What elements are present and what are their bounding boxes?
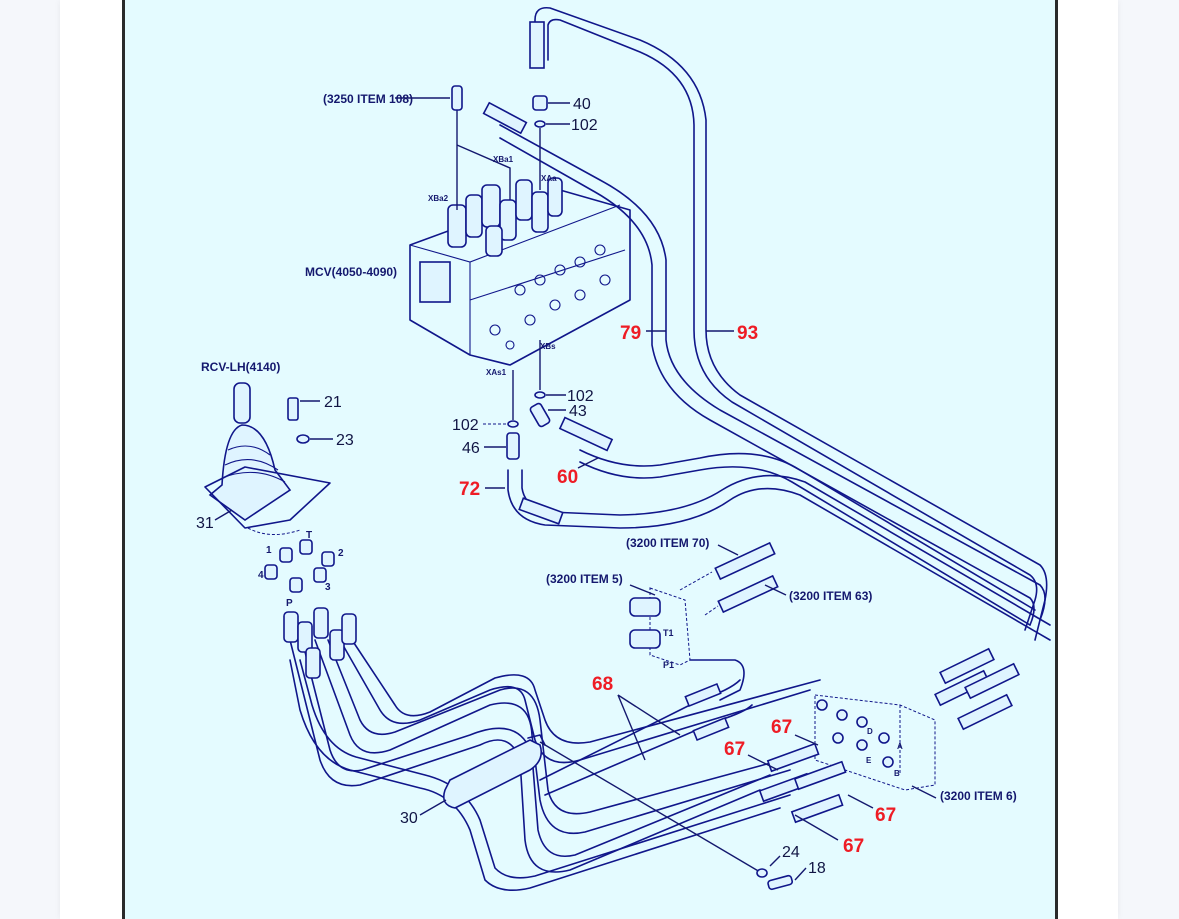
- diagram-image-frame: [122, 0, 1058, 919]
- rcv-lh-joystick: [204, 382, 331, 535]
- port-label-4: 4: [258, 570, 264, 581]
- part-number-18: 18: [808, 860, 826, 877]
- washer-24: [756, 868, 768, 878]
- port-label-xaa: XAa: [541, 174, 557, 183]
- part-number-43: 43: [569, 403, 587, 420]
- label-3200-item-5: (3200 ITEM 5): [546, 572, 623, 586]
- port-label-1: 1: [266, 545, 272, 556]
- hose-sleeves: [482, 21, 614, 525]
- hose-bundle: [289, 639, 821, 891]
- callout-67-c: 67: [875, 805, 896, 826]
- hose-fittings-left: [283, 607, 357, 679]
- callout-67-b: 67: [724, 739, 745, 760]
- hoses-68: [539, 679, 753, 796]
- port-label-a: A: [897, 742, 903, 751]
- part-number-102-left: 102: [452, 417, 479, 434]
- part-number-102-mid: 102: [567, 388, 594, 405]
- label-3200-item-6: (3200 ITEM 6): [940, 789, 1017, 803]
- label-3200-item-63: (3200 ITEM 63): [789, 589, 872, 603]
- part-number-46: 46: [462, 440, 480, 457]
- port-label-xas1: XAs1: [486, 368, 507, 377]
- clamp-30: [442, 734, 546, 809]
- elbow-43: [529, 402, 551, 428]
- label-3200-item-70: (3200 ITEM 70): [626, 536, 709, 550]
- callout-60: 60: [557, 467, 578, 488]
- label-rcv-lh: RCV-LH(4140): [201, 360, 280, 374]
- port-label-xbs: XBs: [540, 342, 556, 351]
- mcv-valve-block: [409, 177, 631, 366]
- callout-79: 79: [620, 323, 641, 344]
- port-label-b: B: [894, 769, 900, 778]
- label-mcv: MCV(4050-4090): [305, 265, 397, 279]
- part-number-40: 40: [573, 96, 591, 113]
- valve-block-3200-item-6: [814, 694, 936, 791]
- part-number-31: 31: [196, 515, 214, 532]
- port-label-xba1: XBa1: [493, 155, 514, 164]
- o-ring-102-left: [507, 420, 519, 428]
- fitting-40: [532, 95, 548, 111]
- port-label-p1: P1: [663, 660, 674, 670]
- part-number-102-top: 102: [571, 117, 598, 134]
- port-label-xba2: XBa2: [428, 194, 449, 203]
- callout-67-d: 67: [843, 836, 864, 857]
- part-number-24: 24: [782, 844, 800, 861]
- hose-fittings-67: [758, 742, 847, 824]
- hose-3200-item-70: [679, 541, 776, 591]
- bracket-3200-item-5: [629, 587, 745, 701]
- port-label-d: D: [867, 727, 873, 736]
- o-ring-102: [534, 120, 546, 128]
- callout-72: 72: [459, 479, 480, 500]
- part-number-21: 21: [324, 394, 342, 411]
- callout-93: 93: [737, 323, 758, 344]
- port-label-t: T: [306, 530, 312, 541]
- port-label-2: 2: [338, 548, 344, 559]
- port-label-3: 3: [325, 582, 331, 593]
- mcv-spools: [447, 177, 563, 257]
- hose-3200-item-63: [704, 574, 779, 616]
- rcv-port-fittings: [264, 539, 335, 593]
- port-label-t1: T1: [663, 628, 674, 638]
- bolt-18: [767, 874, 794, 891]
- hose-72: [507, 469, 1051, 641]
- hose-fittings-right: [934, 647, 1020, 731]
- part-number-23: 23: [336, 432, 354, 449]
- hose-60: [579, 449, 1036, 626]
- label-3250-item-108: (3250 ITEM 108): [323, 92, 413, 106]
- fitting-3250-108: [451, 85, 463, 111]
- o-ring-102-mid: [534, 391, 546, 399]
- part-number-30: 30: [400, 810, 418, 827]
- port-label-e: E: [866, 756, 872, 765]
- tee-46: [506, 432, 520, 460]
- port-label-p: P: [286, 598, 293, 609]
- washer-23: [296, 434, 310, 444]
- callout-67-a: 67: [771, 717, 792, 738]
- callout-68: 68: [592, 674, 613, 695]
- mcv-ports: [489, 244, 611, 350]
- bolt-21: [287, 397, 299, 421]
- hose-93: [534, 6, 1048, 641]
